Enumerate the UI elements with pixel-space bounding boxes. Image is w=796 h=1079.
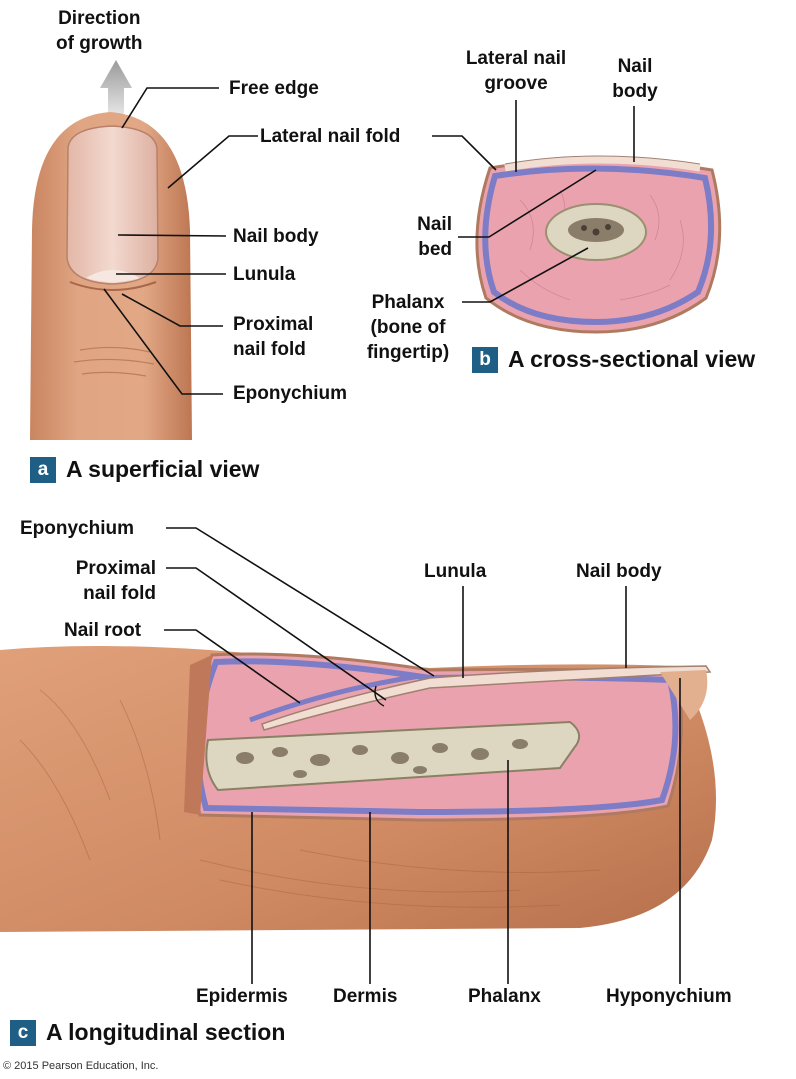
label-nail-body-c: Nail body [576,561,662,582]
longitudinal-section-illustration [0,646,716,932]
cross-section-leaders [432,100,635,303]
panel-b-badge: b [472,346,498,373]
label-direction-of-growth: Direction of growth [56,8,143,54]
epidermis-layer [195,658,679,816]
copyright-credit: © 2015 Pearson Education, Inc. [3,1060,159,1072]
growth-arrow [100,60,132,124]
lunula-shape [86,270,140,282]
label-epidermis: Epidermis [196,986,288,1007]
label-hyponychium: Hyponychium [606,986,732,1007]
label-nail-root: Nail root [64,620,142,641]
nail-plate [66,125,159,285]
label-lunula-c: Lunula [424,561,487,582]
superficial-view-leaders [103,87,258,395]
panel-a-title: A superficial view [66,456,260,482]
cross-section-epidermis [482,165,715,326]
label-lunula-a: Lunula [233,264,296,285]
hyponychium-region [660,670,708,720]
panel-b-title: A cross-sectional view [508,346,756,372]
label-lateral-nail-fold: Lateral nail fold [260,126,401,147]
label-phalanx-c: Phalanx [468,986,541,1007]
longitudinal-section-leaders [164,527,681,984]
panel-b-caption: b A cross-sectional view [472,346,755,373]
label-eponychium-c: Eponychium [20,518,135,539]
panel-c-title: A longitudinal section [46,1019,286,1045]
cross-section-illustration [475,155,722,334]
label-phalanx-b: Phalanx (bone of fingertip) [366,292,450,363]
label-proximal-nail-fold-a: Proximal nail fold [233,314,314,360]
label-proximal-nail-fold-c: Proximal nail fold [75,558,156,604]
panel-a-caption: a A superficial view [30,456,259,483]
label-nail-body-b: Nail body [612,56,658,102]
cross-section-nail-outline [504,155,701,165]
label-free-edge: Free edge [229,78,319,99]
skin-texture-lines [19,689,601,908]
knuckle-creases [73,346,155,377]
label-eponychium-a: Eponychium [233,383,348,404]
panel-c-caption: c A longitudinal section [10,1019,285,1046]
label-lateral-nail-groove: Lateral nail groove [465,48,567,94]
panel-c-badge: c [10,1019,36,1046]
bone-marrow-spots [236,739,528,778]
cut-face-shadow [184,655,212,815]
panel-a-badge: a [30,456,56,483]
proximal-fold-pocket [249,673,421,723]
proximal-fold-crease [69,281,157,291]
label-nail-bed: Nail bed [417,214,452,260]
label-nail-body-a: Nail body [233,226,319,247]
cross-section-nail-plate [504,156,701,172]
label-dermis: Dermis [333,986,398,1007]
superficial-view-illustration [30,60,192,440]
